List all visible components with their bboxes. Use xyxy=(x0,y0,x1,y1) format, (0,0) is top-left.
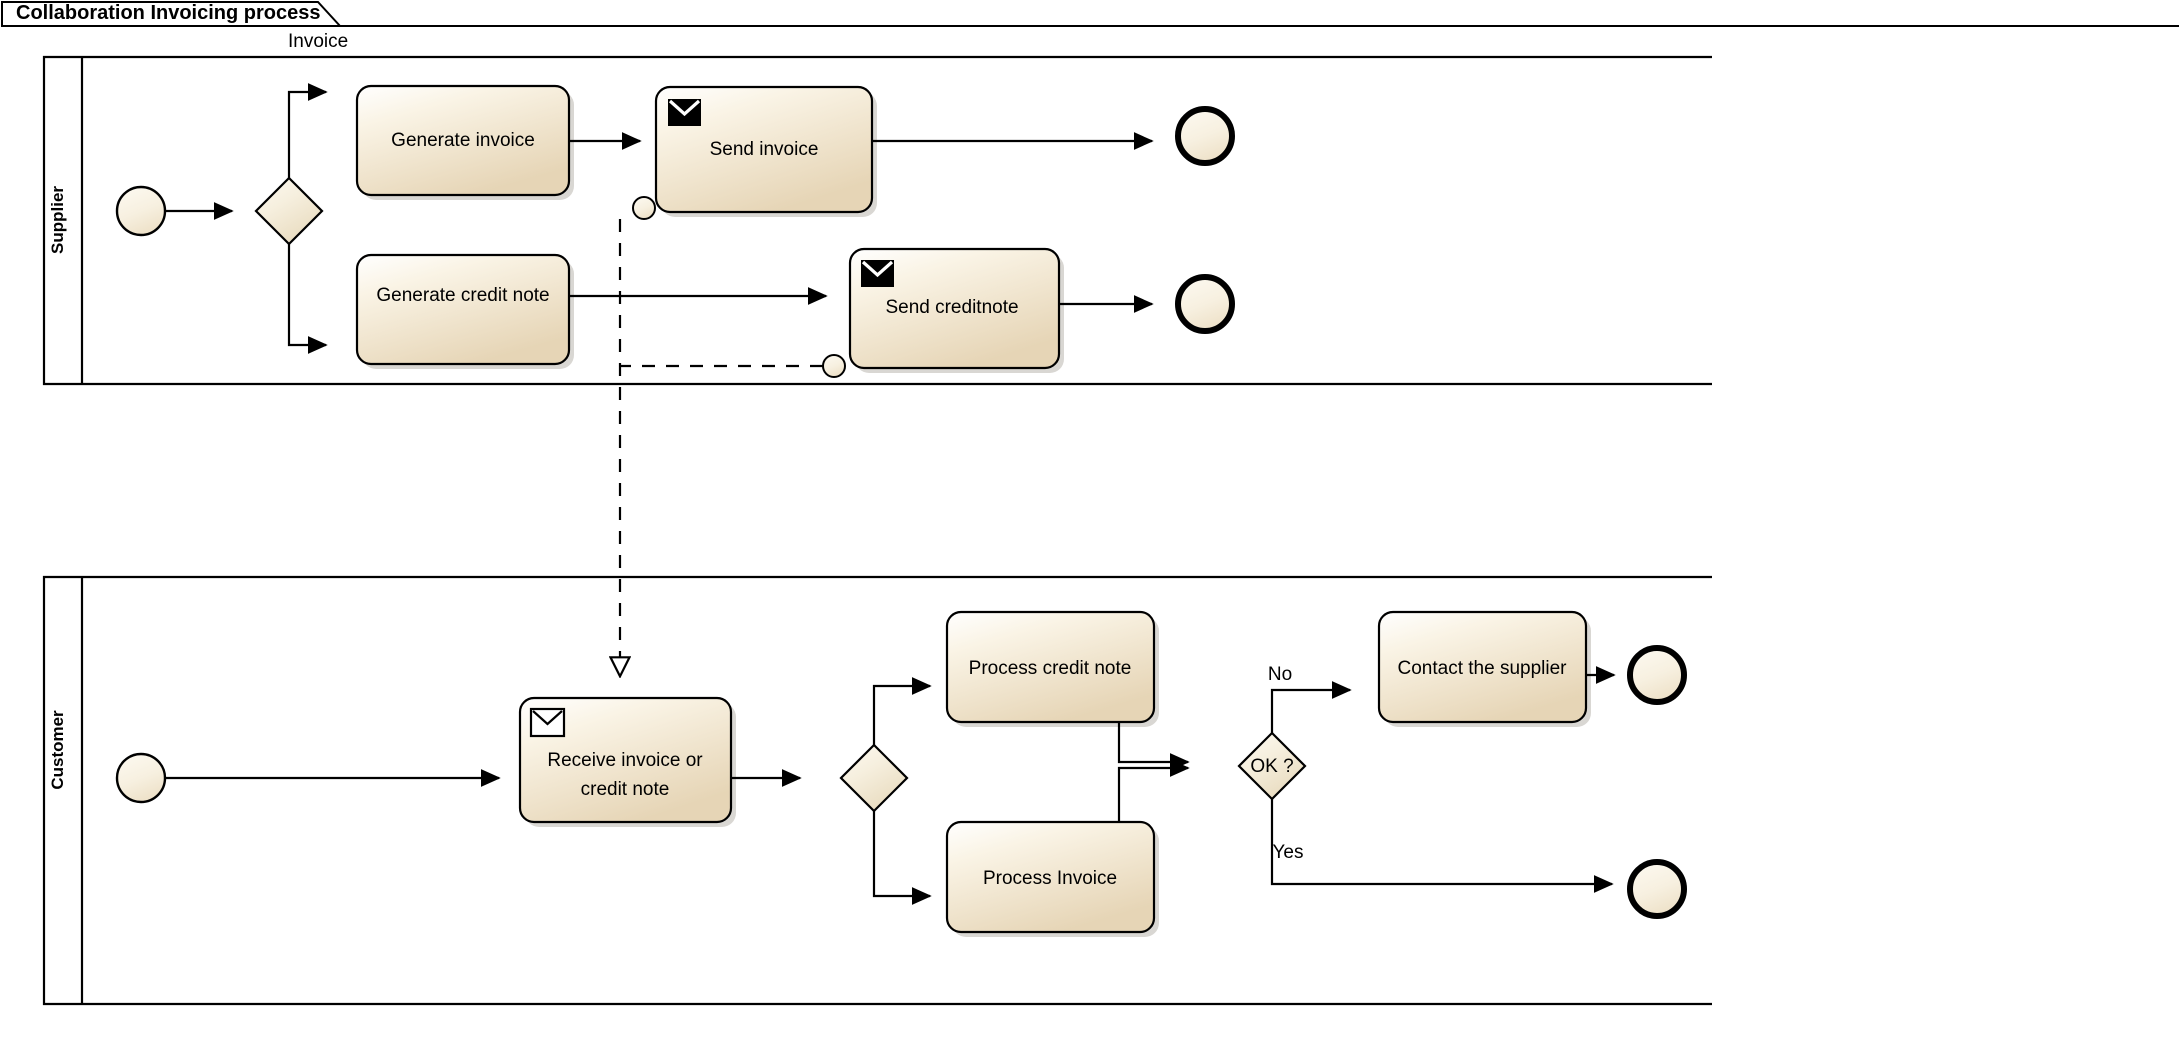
task-process-invoice[interactable]: Process Invoice xyxy=(945,820,1159,937)
flow-ok-yes-to-end xyxy=(1270,799,1614,893)
message-flow-creditnote xyxy=(620,354,846,378)
task-label-generate-invoice: Generate invoice xyxy=(391,130,535,151)
task-process-credit-note[interactable]: Process credit note xyxy=(945,610,1159,727)
pool-label-customer: Customer xyxy=(48,710,67,790)
customer-end-event-2[interactable] xyxy=(1627,859,1687,919)
task-generate-credit-note[interactable]: Generate credit note xyxy=(355,253,574,369)
gateway-label-ok: OK ? xyxy=(1250,756,1293,777)
flow-gateway-to-generate-invoice xyxy=(287,83,328,178)
flow-ok-no-to-contact-supplier xyxy=(1270,681,1352,733)
flow-gateway-to-generate-credit-note xyxy=(287,244,328,354)
flow-gateway-to-process-invoice xyxy=(872,811,932,905)
task-label-generate-credit-note: Generate credit note xyxy=(376,285,549,306)
envelope-filled-icon xyxy=(668,99,701,126)
flow-process-credit-note-to-ok xyxy=(1117,722,1190,771)
customer-start-event[interactable] xyxy=(115,752,167,804)
supplier-end-event-2[interactable] xyxy=(1175,274,1235,334)
task-contact-the-supplier[interactable]: Contact the supplier xyxy=(1377,610,1591,727)
message-flow-label-invoice: Invoice xyxy=(288,31,348,52)
diagram-title-tab: Collaboration Invoicing process xyxy=(1,1,2179,27)
task-receive-invoice-or-credit-note[interactable]: Receive invoice or credit note xyxy=(518,696,736,827)
task-label-receive-line2: credit note xyxy=(581,779,670,800)
task-label-send-creditnote: Send creditnote xyxy=(885,297,1018,318)
supplier-start-event[interactable] xyxy=(115,185,167,237)
customer-exclusive-gateway[interactable] xyxy=(839,743,909,813)
flow-process-invoice-to-ok xyxy=(1117,759,1190,822)
envelope-filled-icon xyxy=(861,260,894,287)
envelope-outline-icon xyxy=(529,707,566,738)
ok-exclusive-gateway[interactable]: OK ? xyxy=(1237,731,1307,801)
flow-label-no: No xyxy=(1268,664,1292,685)
flow-gateway-to-process-credit-note xyxy=(872,677,932,745)
task-label-receive-line1: Receive invoice or xyxy=(547,750,703,771)
pool-customer: Customer xyxy=(42,575,1712,1006)
flow-label-yes: Yes xyxy=(1273,842,1304,863)
customer-end-event-1[interactable] xyxy=(1627,645,1687,705)
message-flow-invoice xyxy=(620,196,656,676)
pool-supplier: Supplier xyxy=(42,55,1712,386)
task-label-send-invoice: Send invoice xyxy=(710,139,819,160)
task-label-process-credit-note: Process credit note xyxy=(969,658,1132,679)
supplier-end-event-1[interactable] xyxy=(1175,106,1235,166)
task-label-process-invoice: Process Invoice xyxy=(983,868,1117,889)
page-title: Collaboration Invoicing process xyxy=(16,2,321,24)
pool-label-supplier: Supplier xyxy=(48,186,67,254)
task-generate-invoice[interactable]: Generate invoice xyxy=(355,84,574,200)
task-send-creditnote[interactable]: Send creditnote xyxy=(848,247,1064,373)
supplier-exclusive-gateway[interactable] xyxy=(254,176,324,246)
task-label-contact-the-supplier: Contact the supplier xyxy=(1398,658,1568,679)
task-send-invoice[interactable]: Send invoice xyxy=(654,85,877,217)
